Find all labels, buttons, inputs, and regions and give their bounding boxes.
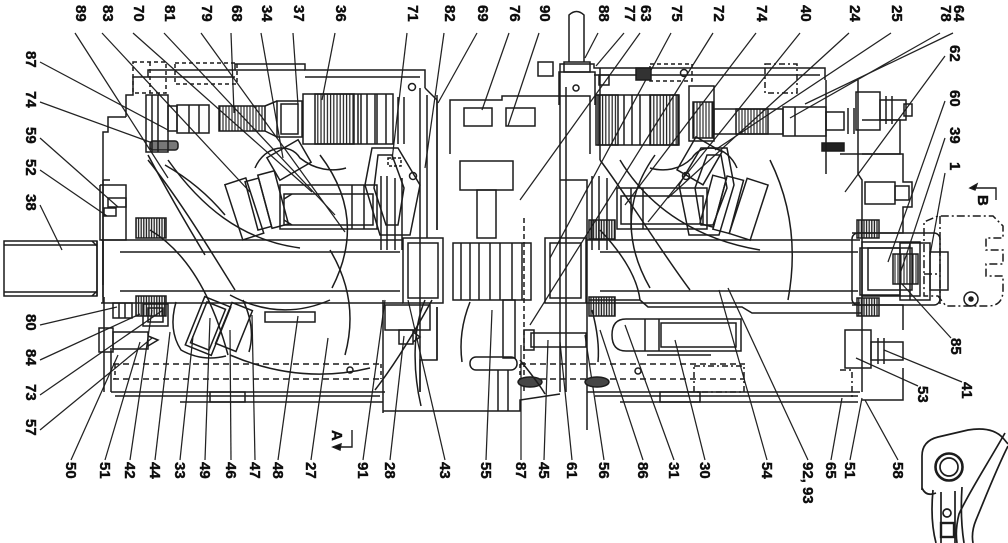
svg-text:57: 57 [22,419,39,436]
svg-text:33: 33 [171,462,188,479]
svg-text:B: B [974,195,991,206]
svg-text:77: 77 [621,5,638,22]
svg-text:56: 56 [595,462,612,479]
svg-text:84: 84 [22,349,39,366]
svg-text:76: 76 [506,5,523,22]
svg-text:46: 46 [222,462,239,479]
svg-text:42: 42 [121,462,138,479]
svg-text:51: 51 [96,462,113,479]
svg-text:74: 74 [22,91,39,108]
svg-text:82: 82 [441,5,458,22]
svg-text:63: 63 [637,5,654,22]
svg-text:41: 41 [958,382,975,399]
svg-text:78: 78 [937,5,954,22]
svg-text:62: 62 [946,45,963,62]
svg-text:64: 64 [950,5,967,22]
svg-text:70: 70 [130,5,147,22]
svg-text:80: 80 [22,314,39,331]
svg-text:60: 60 [946,90,963,107]
svg-text:47: 47 [246,462,263,479]
svg-text:87: 87 [512,462,529,479]
svg-text:68: 68 [228,5,245,22]
svg-text:85: 85 [947,338,964,355]
svg-text:54: 54 [758,462,775,479]
svg-text:89: 89 [72,5,89,22]
svg-text:28: 28 [381,462,398,479]
svg-text:90: 90 [536,5,553,22]
svg-text:38: 38 [22,194,39,211]
svg-text:69: 69 [474,5,491,22]
svg-text:43: 43 [436,462,453,479]
svg-text:58: 58 [889,462,906,479]
svg-text:24: 24 [846,5,863,22]
svg-text:81: 81 [161,5,178,22]
svg-text:65: 65 [822,462,839,479]
svg-text:27: 27 [302,462,319,479]
svg-text:A: A [328,430,345,441]
svg-text:34: 34 [258,5,275,22]
svg-text:86: 86 [634,462,651,479]
svg-text:31: 31 [665,462,682,479]
svg-text:52: 52 [22,159,39,176]
svg-text:72: 72 [710,5,727,22]
svg-text:49: 49 [196,462,213,479]
svg-text:51: 51 [841,462,858,479]
svg-text:61: 61 [563,462,580,479]
svg-text:88: 88 [595,5,612,22]
svg-text:40: 40 [797,5,814,22]
svg-text:74: 74 [753,5,770,22]
svg-text:50: 50 [62,462,79,479]
svg-text:53: 53 [914,386,931,403]
svg-text:44: 44 [146,462,163,479]
svg-text:39: 39 [946,127,963,144]
svg-text:25: 25 [888,5,905,22]
svg-text:83: 83 [99,5,116,22]
svg-text:87: 87 [22,51,39,68]
svg-text:73: 73 [22,384,39,401]
svg-text:71: 71 [404,5,421,22]
svg-text:59: 59 [22,127,39,144]
svg-text:1: 1 [946,162,963,170]
svg-text:92, 93: 92, 93 [799,462,816,504]
svg-text:55: 55 [477,462,494,479]
svg-text:91: 91 [354,462,371,479]
svg-text:45: 45 [535,462,552,479]
svg-text:36: 36 [332,5,349,22]
svg-text:37: 37 [290,5,307,22]
svg-text:75: 75 [668,5,685,22]
svg-text:79: 79 [198,5,215,22]
svg-text:30: 30 [696,462,713,479]
svg-text:48: 48 [269,462,286,479]
